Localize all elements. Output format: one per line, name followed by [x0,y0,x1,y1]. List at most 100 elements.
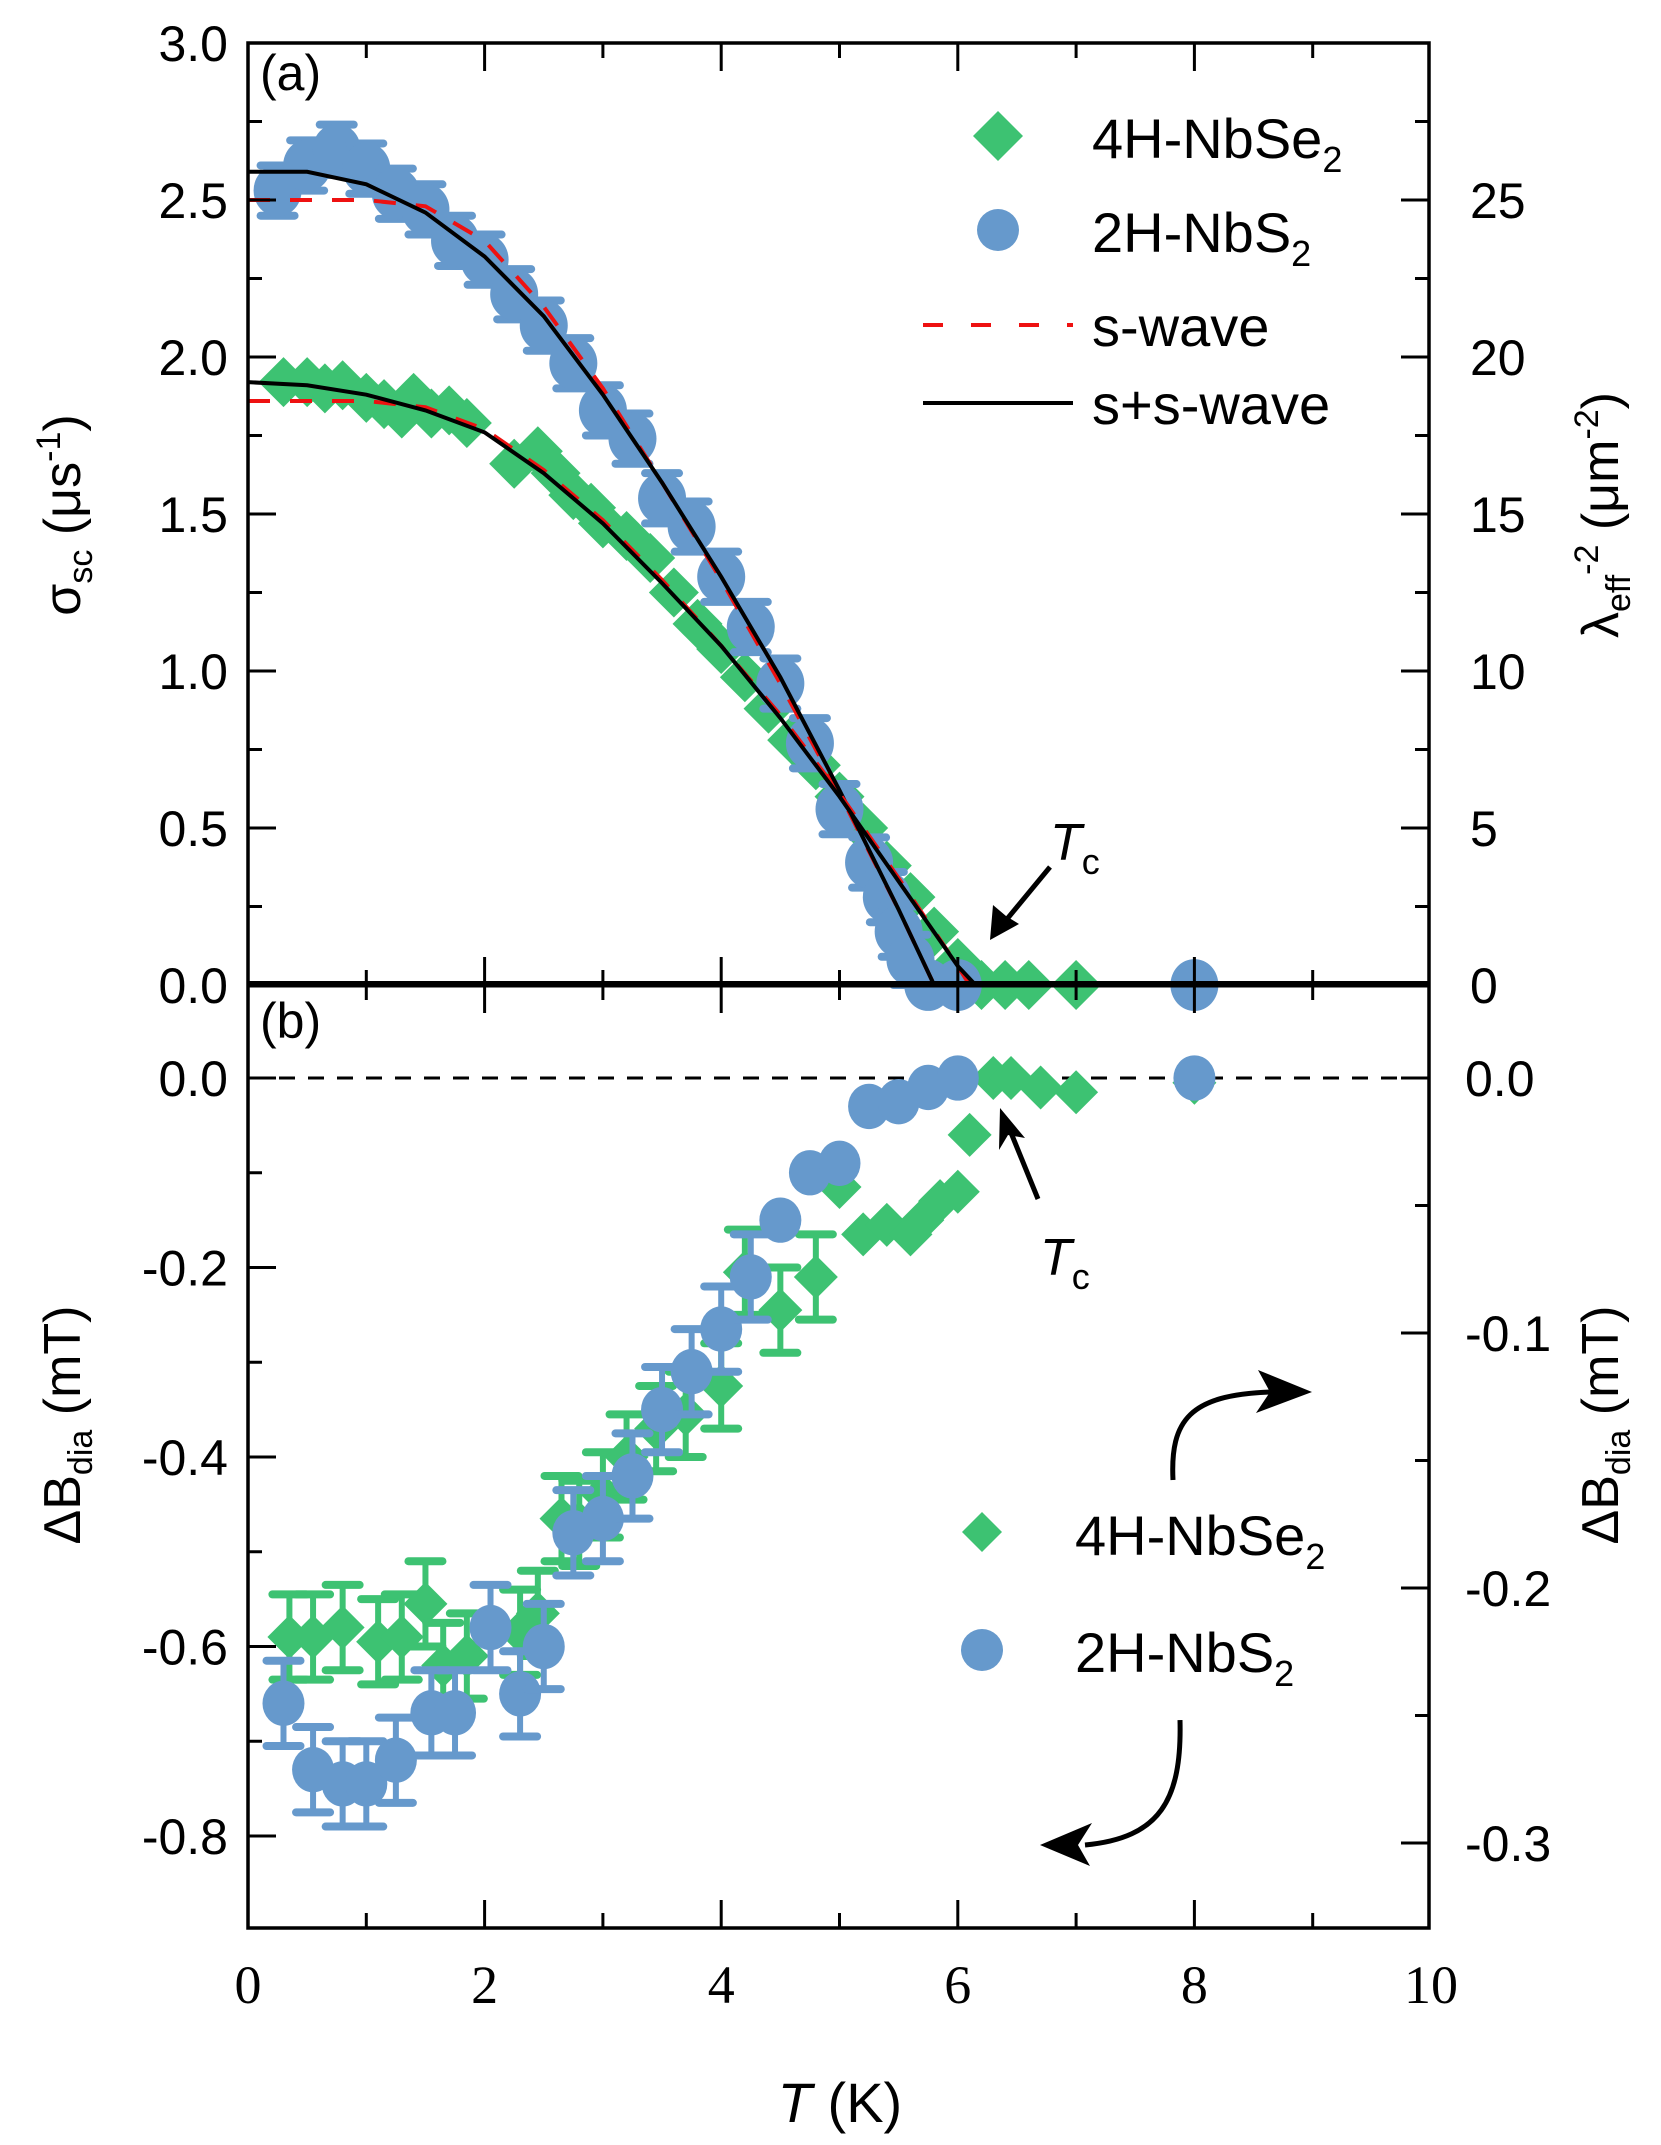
diamond-marker [793,1254,838,1299]
legend-diamond-icon [973,111,1023,161]
diamond-marker [1054,1070,1099,1115]
y-tick-label-b-right: -0.2 [1465,1561,1551,1617]
circle-marker [818,1140,861,1186]
x-tick-label: 0 [235,1955,262,2015]
svg-text:2H-NbS2: 2H-NbS2 [1092,201,1311,274]
panel-b-series [262,1055,1217,1831]
svg-text:σsc (μs-1): σsc (μs-1) [30,414,100,615]
tc-annotation-b: Tc [999,1108,1090,1297]
panel-a-series [253,120,1219,1011]
diamond-marker [947,1112,992,1157]
y-tick-label-b-right: -0.3 [1465,1816,1551,1872]
svg-text:Tc: Tc [1040,1229,1090,1297]
tick-labels: 0.00.51.01.52.02.53.005101520250.0-0.2-0… [142,16,1551,2015]
legend-circle-icon [977,209,1019,251]
y-tick-label-b: 0.0 [158,1051,228,1107]
svg-text:s-wave: s-wave [1092,295,1269,358]
legend-b: 4H-NbSe2 2H-NbS2 [961,1504,1325,1694]
circle-marker [434,1690,477,1736]
s-wave-fit-line [248,398,972,987]
x-tick-label: 8 [1181,1955,1208,2015]
diamond-marker [989,1056,1034,1100]
diamond-marker [267,1615,312,1660]
arrow-icon [990,905,1019,940]
diamond-marker [403,1581,448,1626]
circle-marker [670,1349,713,1395]
circle-marker [345,1761,388,1807]
diamond-marker [1018,1065,1063,1110]
circle-marker [490,268,539,321]
panel-a-fit-curves [247,169,1429,987]
diamond-marker [758,1288,803,1333]
x-tick-label: 10 [1404,1955,1458,2015]
y-tick-label-a-right: 5 [1470,801,1498,857]
panel-b-label: (b) [260,993,321,1049]
circle-marker [700,1306,743,1352]
s-plus-s-wave-fit-line [247,380,978,987]
arrow-icon [999,1108,1025,1150]
x-tick-label: 4 [708,1955,735,2015]
y-tick-label-a: 0.0 [158,958,228,1014]
x-tick-label: 2 [471,1955,498,2015]
y-tick-label-b: -0.6 [142,1620,228,1676]
legend-a: 4H-NbSe2 2H-NbS2 s-wave s+s-wave [923,107,1342,436]
circle-marker [1173,1055,1216,1101]
y-axis-title-a-right: λeff-2 (μm-2) [1568,392,1638,638]
y-tick-label-b-right: -0.1 [1465,1306,1551,1362]
x-tick-label: 6 [944,1955,971,2015]
y-tick-label-a: 1.5 [158,487,228,543]
y-axis-title-a: σsc (μs-1) [30,414,100,615]
y-tick-label-a-right: 20 [1470,330,1526,386]
y-tick-label-a: 1.0 [158,644,228,700]
circle-marker [759,1197,802,1243]
circle-marker [469,1604,512,1651]
circle-marker [611,1453,654,1499]
y-tick-label-a: 0.5 [158,801,228,857]
svg-text:λeff-2 (μm-2): λeff-2 (μm-2) [1568,392,1638,638]
circle-marker [815,783,864,836]
svg-text:4H-NbSe2: 4H-NbSe2 [1092,107,1342,180]
legend-circle-icon [961,1629,1003,1671]
y-tick-label-a-right: 15 [1470,487,1526,543]
panel-a-label: (a) [260,45,321,101]
x-axis-title-symbol: T [778,2071,816,2134]
circle-marker [374,1737,417,1783]
circle-marker [729,1254,772,1300]
svg-text:2H-NbS2: 2H-NbS2 [1075,1621,1294,1694]
s-wave-fit-line [248,198,936,986]
circle-marker [549,337,598,390]
y-tick-label-a: 2.0 [158,330,228,386]
svg-text:4H-NbSe2: 4H-NbSe2 [1075,1504,1325,1577]
circle-marker [756,657,805,710]
svg-text:ΔBdia (mT): ΔBdia (mT) [1572,1306,1638,1545]
y-tick-label-b: -0.8 [142,1809,228,1865]
x-axis-title-unit: (K) [812,2071,902,2134]
y-tick-label-b-right: 0.0 [1465,1051,1535,1107]
circle-marker [581,1495,624,1542]
diamond-marker [935,1169,980,1214]
svg-text:T (K): T (K) [778,2071,902,2134]
circle-marker [641,1386,684,1433]
circle-marker [522,1623,565,1670]
tc-annotation-a: Tc [990,814,1100,940]
curved-arrow-right-icon [1170,1370,1312,1481]
y-tick-label-b: -0.2 [142,1241,228,1297]
diamond-marker [320,1605,365,1650]
y-axis-title-b: ΔBdia (mT) [34,1306,100,1545]
y-axis-title-b-right: ΔBdia (mT) [1572,1306,1638,1545]
y-tick-label-a-right: 0 [1470,958,1498,1014]
svg-text:Tc: Tc [1050,814,1100,882]
y-tick-label-a: 2.5 [158,173,228,229]
circle-marker [262,1680,305,1727]
s-plus-s-wave-fit-line [248,169,936,986]
diamond-marker [625,532,676,583]
y-tick-label-a: 3.0 [158,16,228,72]
svg-text:ΔBdia (mT): ΔBdia (mT) [34,1306,100,1545]
y-tick-label-a-right: 25 [1470,173,1526,229]
axis-ticks [248,43,1429,1928]
svg-text:s+s-wave: s+s-wave [1092,373,1330,436]
x-axis-title-group: T (K) [778,2071,902,2134]
legend-diamond-icon [962,1512,1002,1552]
